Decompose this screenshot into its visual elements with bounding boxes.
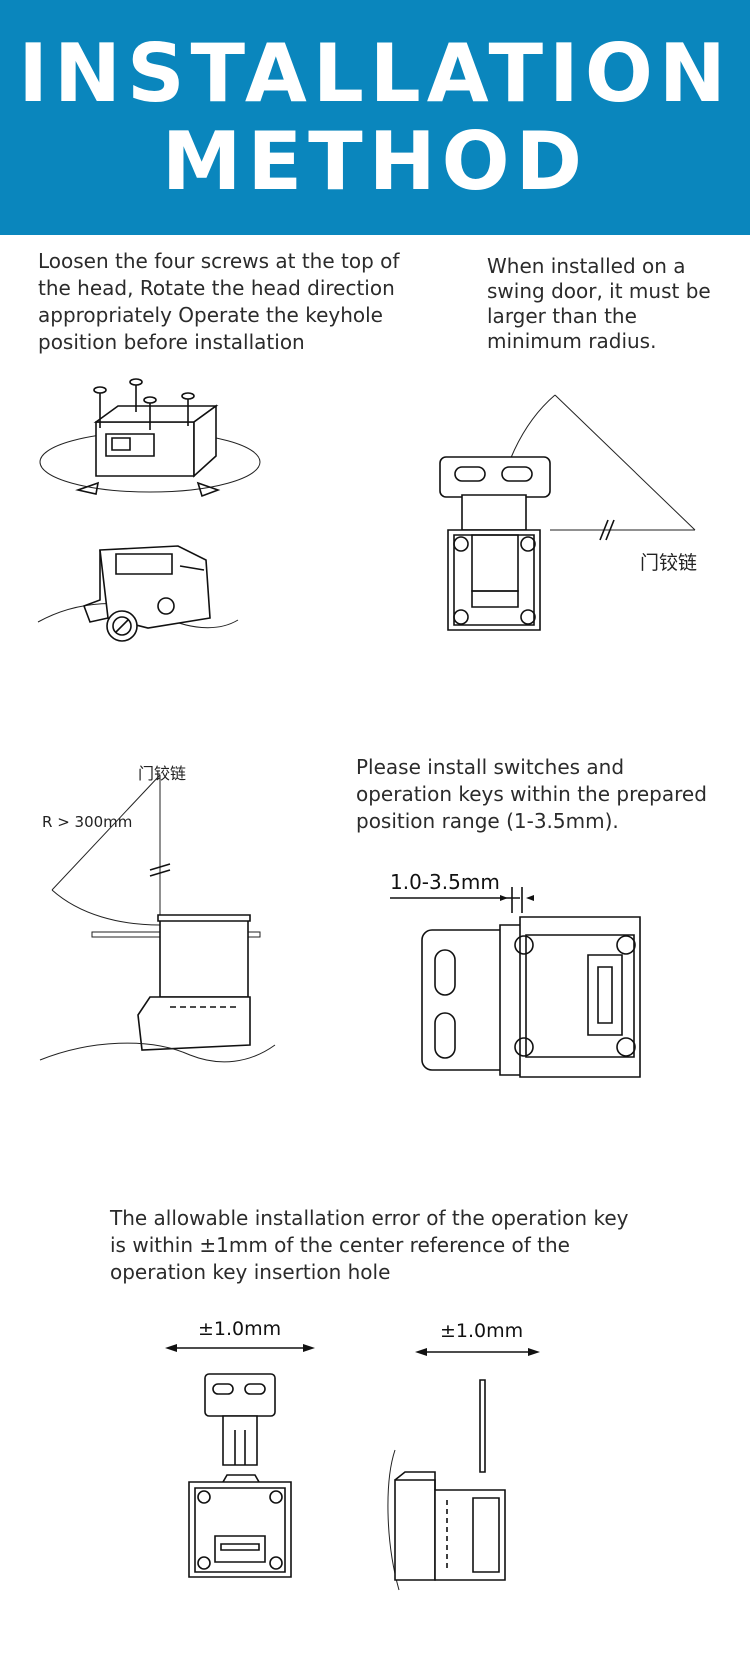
- tolerance-side-figure: [385, 1348, 540, 1590]
- swing-door-instructions: When installed on a swing door, it must …: [487, 254, 711, 353]
- radius-label: R > 300mm: [42, 813, 133, 831]
- rotate-head-instructions: Loosen the four screws at the top of the…: [38, 249, 400, 354]
- page-title-line1: INSTALLATION: [18, 27, 732, 120]
- door-hinge-label-1: 门铰链: [640, 552, 698, 574]
- radius-side-figure: [40, 775, 280, 1065]
- position-range-figure: [420, 895, 650, 1080]
- door-hinge-label-2: 门铰链: [138, 764, 187, 783]
- tolerance-label-right: ±1.0mm: [440, 1320, 524, 1342]
- page-title-line2: METHOD: [161, 115, 589, 208]
- tolerance-instructions: The allowable installation error of the …: [110, 1206, 629, 1284]
- position-range-instructions: Please install switches and operation ke…: [356, 755, 707, 833]
- tolerance-label-left: ±1.0mm: [198, 1318, 282, 1340]
- tolerance-front-figure: [165, 1344, 315, 1580]
- rotate-head-figure: [38, 390, 268, 500]
- header-banner: INSTALLATION METHOD: [0, 0, 750, 235]
- switch-base-figure: [38, 540, 258, 640]
- swing-door-figure: [440, 395, 700, 640]
- position-range-label: 1.0-3.5mm: [390, 870, 500, 894]
